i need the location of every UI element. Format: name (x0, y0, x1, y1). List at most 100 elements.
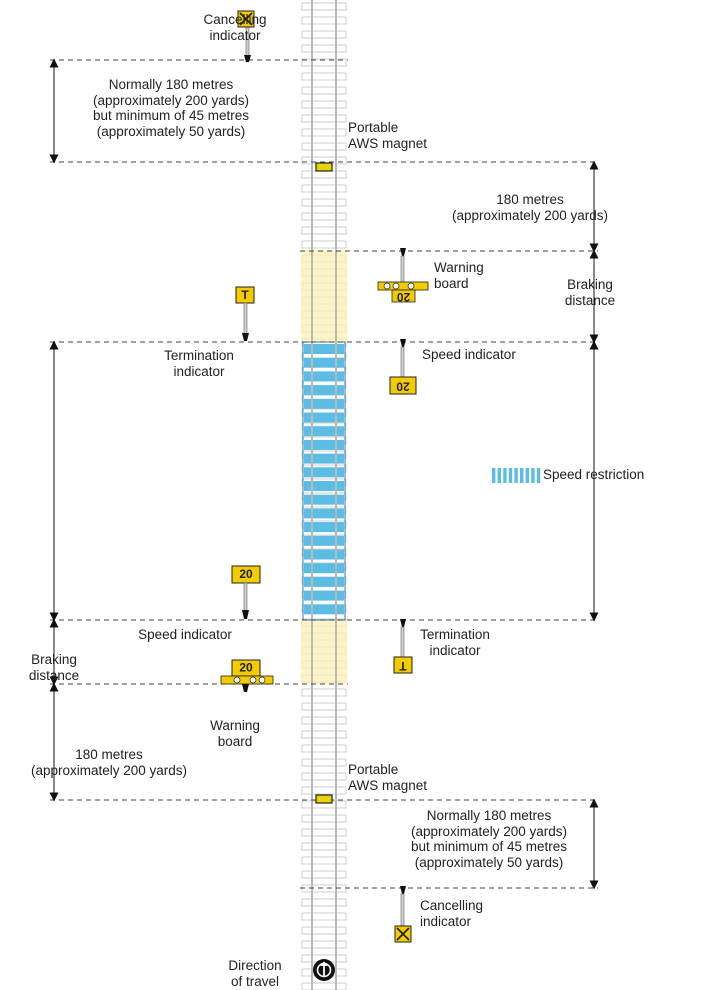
sleeper (301, 828, 347, 837)
sleeper (301, 226, 347, 235)
sleeper (301, 842, 347, 851)
speed-restriction-block (304, 549, 344, 560)
sleeper (301, 758, 347, 767)
warning-board-left: 20 (220, 659, 274, 692)
legend-stripe (536, 468, 541, 483)
sleeper (301, 72, 347, 81)
sleeper (301, 786, 347, 795)
dimension-arrows (49, 58, 599, 890)
speed-restriction-legend-icon (492, 468, 541, 483)
cancelling-indicator-top (237, 10, 255, 62)
speed-indicator-left: 20 (231, 565, 261, 619)
speed-restriction-block (304, 439, 344, 450)
sleeper (301, 184, 347, 193)
sleeper (301, 702, 347, 711)
aws-magnet-bottom (315, 794, 333, 804)
sleeper (301, 170, 347, 179)
left-speed-indicator-label: Speed indicator (138, 627, 232, 642)
termination-indicator-right-letter: T (399, 659, 407, 673)
speed-restriction-block (304, 508, 344, 519)
sleeper (301, 240, 347, 249)
cancelling-indicator-bottom (394, 886, 412, 943)
speed-restriction-legend-label: Speed restriction (543, 467, 645, 482)
legend-stripe (497, 468, 501, 483)
speed-restriction-zone (304, 344, 344, 615)
sleeper (301, 142, 347, 151)
speed-restriction-block (304, 385, 344, 396)
legend-stripe (525, 468, 529, 483)
legend-stripe (503, 468, 507, 483)
bottom-distance-label: Normally 180 metres(approximately 200 ya… (410, 808, 568, 870)
sleeper (301, 30, 347, 39)
warning-board-right-number: 20 (397, 290, 411, 304)
speed-restriction-block (304, 371, 344, 382)
legend-stripe (520, 468, 524, 483)
sleeper (301, 114, 347, 123)
left-180-label: 180 metres(approximately 200 yards) (30, 747, 188, 778)
sleeper (301, 86, 347, 95)
sleeper (301, 128, 347, 137)
right-180-label: 180 metres(approximately 200 yards) (451, 192, 609, 223)
speed-restriction-block (304, 576, 344, 587)
sleeper (301, 212, 347, 221)
sleeper (301, 912, 347, 921)
speed-restriction-block (304, 357, 344, 368)
speed-restriction-block (304, 344, 344, 354)
direction-arrow-icon (313, 959, 335, 981)
speed-restriction-block (304, 412, 344, 423)
sleeper (301, 688, 347, 697)
speed-restriction-block (304, 590, 344, 601)
sleeper (301, 198, 347, 207)
sleeper (301, 100, 347, 109)
sleeper (301, 856, 347, 865)
sleeper (301, 814, 347, 823)
sleeper (301, 730, 347, 739)
sleeper (301, 58, 347, 67)
top-distance-label: Normally 180 metres(approximately 200 ya… (92, 77, 250, 139)
termination-indicator-left: T (235, 286, 255, 341)
termination-indicator-left-letter: T (241, 288, 249, 302)
sleeper (301, 744, 347, 753)
speed-restriction-block (304, 426, 344, 437)
legend-stripe (492, 468, 496, 483)
termination-indicator-right: T (393, 619, 413, 674)
approach-zone-bottom (301, 620, 347, 684)
warning-board-right: 20 (377, 248, 429, 304)
legend-stripe (514, 468, 518, 483)
sleeper (301, 926, 347, 935)
speed-restriction-block (304, 522, 344, 533)
sleeper (301, 44, 347, 53)
aws-magnet-top (315, 162, 333, 172)
sleeper (301, 982, 347, 990)
sleeper (301, 716, 347, 725)
railway-track (301, 0, 347, 990)
right-speed-indicator-label: Speed indicator (422, 347, 516, 362)
sleeper (301, 2, 347, 11)
speed-restriction-block (304, 535, 344, 546)
speed-restriction-block (304, 398, 344, 409)
speed-restriction-block (304, 481, 344, 491)
warning-board-left-number: 20 (239, 661, 253, 675)
sleeper (301, 898, 347, 907)
speed-restriction-block (304, 453, 344, 464)
sleeper (301, 870, 347, 879)
speed-restriction-block (304, 563, 344, 574)
speed-restriction-block (304, 604, 344, 615)
legend-stripe (508, 468, 513, 483)
speed-indicator-right-number: 20 (396, 379, 410, 393)
speed-restriction-block (304, 494, 344, 505)
sleeper (301, 772, 347, 781)
speed-indicator-right: 20 (389, 339, 417, 395)
speed-indicator-left-number: 20 (239, 567, 253, 581)
